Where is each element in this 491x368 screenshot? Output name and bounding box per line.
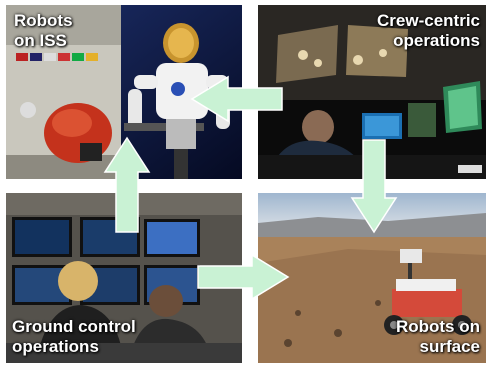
- iss-caption: Robots on ISS: [14, 11, 73, 51]
- ground-scene: [6, 193, 242, 363]
- crew-caption-line2: operations: [393, 31, 480, 50]
- arrow-crew-to-surface: [350, 139, 398, 234]
- surface-caption-line1: Robots on: [395, 317, 480, 336]
- ground-caption: Ground control operations: [12, 317, 136, 357]
- crew-centric-operations-photo: Crew-centric operations: [258, 5, 486, 179]
- crew-caption: Crew-centric operations: [377, 11, 480, 51]
- surface-caption: Robots on surface: [396, 317, 480, 357]
- surface-caption-line2: surface: [419, 337, 480, 356]
- ground-caption-line2: operations: [12, 337, 99, 356]
- iss-caption-line1: Robots: [14, 11, 73, 30]
- arrow-ground-to-surface: [197, 253, 290, 301]
- crew-scene: [258, 5, 486, 179]
- arrow-ground-to-iss: [103, 136, 151, 233]
- iss-caption-line2: on ISS: [14, 31, 67, 50]
- ground-caption-line1: Ground control: [12, 317, 136, 336]
- arrow-crew-to-iss: [190, 75, 283, 123]
- crew-caption-line1: Crew-centric: [377, 11, 480, 30]
- surface-scene: [258, 193, 486, 363]
- ground-control-operations-photo: Ground control operations: [6, 193, 242, 363]
